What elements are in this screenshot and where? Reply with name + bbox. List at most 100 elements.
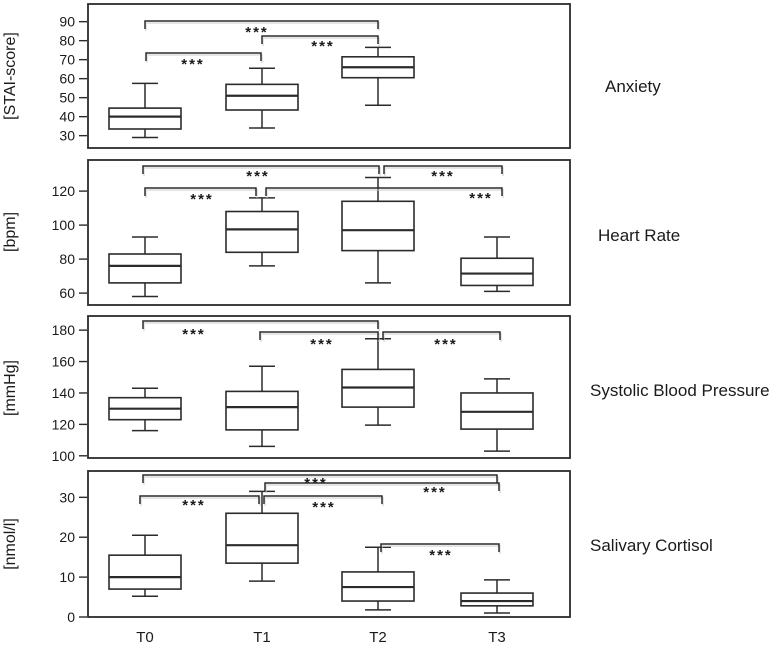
significance-bracket-shadow	[383, 333, 502, 342]
significance-bracket-T1-T2	[263, 495, 383, 504]
y-tick-label: 40	[59, 109, 75, 125]
significance-bracket-T2-T3	[383, 165, 503, 174]
significance-bracket-T0-T2	[142, 165, 380, 174]
significance-bracket-T1-T3	[264, 482, 500, 491]
y-tick-label: 30	[59, 128, 75, 144]
significance-bracket-T2-T3	[382, 331, 501, 340]
significance-bracket-shadow	[266, 189, 504, 198]
significance-bracket-shadow	[262, 37, 380, 46]
significance-bracket-T0-T3	[142, 474, 498, 483]
y-tick-label: 100	[52, 217, 76, 233]
y-tick-label: 20	[59, 529, 75, 545]
boxplot-systolic-blood-pressure-T0	[108, 387, 182, 432]
box-iqr	[225, 210, 299, 254]
box-iqr	[108, 107, 182, 130]
y-tick-label: 30	[59, 489, 75, 505]
significance-stars: ***	[469, 190, 493, 207]
significance-bracket-shadow	[143, 167, 381, 176]
panel-title-salivary-cortisol: Salivary Cortisol	[590, 536, 713, 555]
x-tick-label-T3: T3	[488, 629, 506, 646]
significance-bracket-T1-T2	[259, 331, 379, 340]
boxplot-heart-rate-T2	[341, 176, 415, 284]
significance-bracket-T0-T1	[145, 52, 262, 61]
significance-stars: ***	[434, 336, 458, 353]
significance-stars: ***	[190, 191, 214, 208]
boxplot-salivary-cortisol-T1	[225, 490, 299, 582]
panel-border	[87, 470, 571, 618]
y-tick-label: 140	[52, 385, 76, 401]
significance-bracket-T0-T2	[142, 320, 379, 329]
box-iqr	[460, 257, 534, 287]
boxplot-systolic-blood-pressure-T1	[225, 365, 299, 448]
significance-stars: ***	[182, 497, 206, 514]
significance-bracket-shadow	[265, 484, 501, 493]
boxplot-salivary-cortisol-T3	[460, 579, 534, 614]
significance-stars: ***	[181, 56, 205, 73]
panel-border	[87, 315, 571, 459]
panel-title-anxiety: Anxiety	[605, 77, 661, 96]
significance-stars: ***	[312, 499, 336, 516]
boxplot-salivary-cortisol-T0	[108, 534, 182, 598]
significance-stars: ***	[311, 38, 335, 55]
y-tick-label: 80	[59, 33, 75, 49]
y-tick-label: 80	[59, 251, 75, 267]
panel-anxiety: 30405060708090[STAI-score]*********Anxie…	[2, 3, 661, 149]
significance-bracket-T0-T1	[139, 495, 260, 504]
boxplot-heart-rate-T3	[460, 236, 534, 293]
boxplot-heart-rate-T0	[108, 236, 182, 298]
significance-bracket-shadow	[143, 476, 499, 485]
y-axis-unit-label: [bpm]	[2, 212, 19, 252]
y-axis-unit-label: [mmHg]	[2, 360, 19, 416]
x-tick-label-T1: T1	[253, 629, 271, 646]
significance-bracket-shadow	[143, 322, 380, 331]
boxplot-anxiety-T2	[341, 46, 415, 107]
significance-bracket-shadow	[260, 333, 380, 342]
y-tick-label: 60	[59, 71, 75, 87]
boxplot-salivary-cortisol-T2	[341, 546, 415, 611]
y-tick-label: 180	[52, 322, 76, 338]
significance-bracket-T0-T1	[144, 187, 257, 196]
significance-bracket-T1-T2	[261, 35, 379, 44]
significance-bracket-T2-T3	[380, 543, 500, 552]
y-tick-label: 60	[59, 285, 75, 301]
significance-bracket-shadow	[145, 22, 380, 31]
x-tick-label-T2: T2	[369, 629, 387, 646]
panel-heart-rate: 60 80 100 120 [bpm] *** *** *** *** Heart Rate	[2, 159, 680, 306]
box-iqr	[460, 592, 534, 607]
significance-stars: ***	[429, 547, 453, 564]
significance-stars: ***	[310, 336, 334, 353]
y-axis-unit-label: [nmol/l]	[2, 518, 19, 570]
box-iqr	[225, 83, 299, 111]
y-tick-label: 120	[52, 183, 76, 199]
significance-stars: ***	[246, 168, 270, 185]
boxplot-systolic-blood-pressure-T2	[341, 338, 415, 426]
significance-bracket-shadow	[384, 167, 504, 176]
significance-bracket-shadow	[145, 189, 258, 198]
y-tick-label: 120	[52, 416, 76, 432]
significance-stars: ***	[431, 168, 455, 185]
box-iqr	[225, 512, 299, 564]
y-tick-label: 50	[59, 90, 75, 106]
x-tick-label-T0: T0	[136, 629, 154, 646]
boxplot-systolic-blood-pressure-T3	[460, 378, 534, 452]
significance-bracket-T1-T3	[265, 187, 503, 196]
boxplot-anxiety-T0	[108, 82, 182, 139]
panel-title-heart-rate: Heart Rate	[598, 226, 680, 245]
y-tick-label: 160	[52, 354, 76, 370]
box-iqr	[108, 253, 182, 284]
significance-bracket-shadow	[140, 497, 261, 506]
boxplot-heart-rate-T1	[225, 197, 299, 267]
significance-bracket-shadow	[381, 545, 501, 554]
y-tick-label: 90	[59, 14, 75, 30]
significance-bracket-T0-T2	[144, 20, 379, 29]
significance-bracket-shadow	[146, 54, 263, 63]
box-iqr	[108, 554, 182, 590]
boxplot-anxiety-T1	[225, 67, 299, 129]
panel-title-systolic-blood-pressure: Systolic Blood Pressure	[590, 381, 770, 400]
y-tick-label: 100	[52, 448, 76, 464]
panel-border	[87, 159, 571, 306]
